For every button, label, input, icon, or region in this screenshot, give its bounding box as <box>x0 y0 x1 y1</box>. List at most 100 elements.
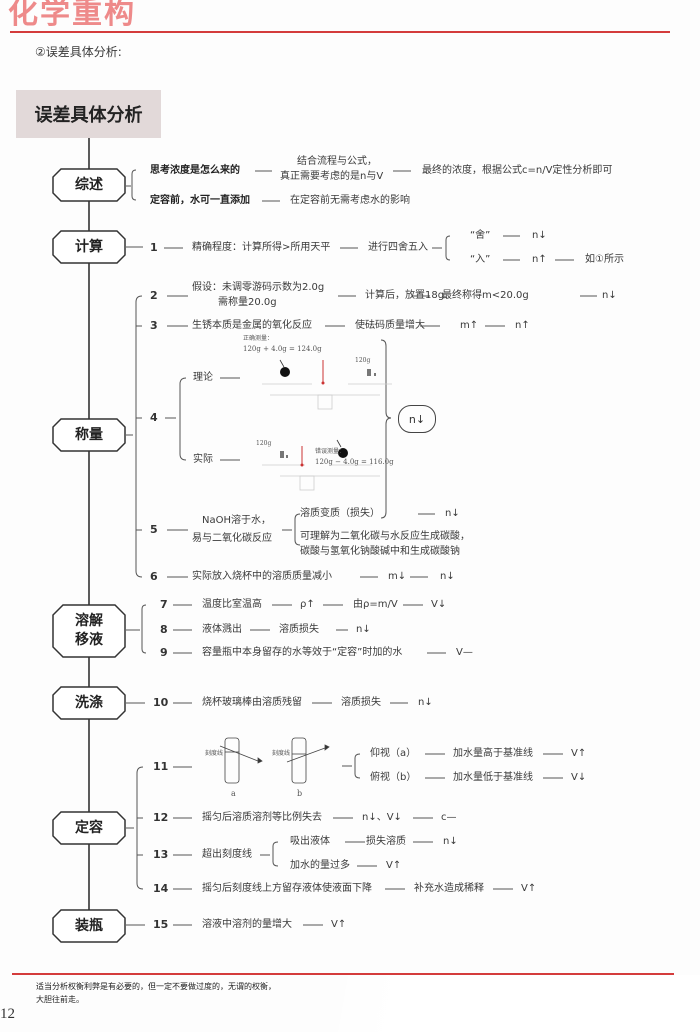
weigh-item: NaOH溶于水， <box>202 515 271 526</box>
scale-mark-label: 刻度线 <box>272 750 291 757</box>
volume-item: 摇匀后溶质溶剂等比例失去 <box>202 812 322 823</box>
node-wash: 洗涤 <box>52 686 126 720</box>
item-number: 8 <box>160 623 168 636</box>
summary-item: 真正需要考虑的是n与V <box>280 171 384 182</box>
summary-item: 思考浓度是怎么来的 <box>150 165 240 176</box>
calc-item: “入” <box>470 254 491 265</box>
volume-item: 损失溶质 <box>366 836 406 847</box>
volume-item: 补充水造成稀释 <box>414 883 484 894</box>
weigh-item: m↑ <box>460 320 479 331</box>
calc-item: 进行四舍五入 <box>368 242 428 253</box>
weigh-item: 易与二氧化碳反应 <box>192 533 272 544</box>
bottle-item: V↑ <box>331 919 347 930</box>
node-calc: 计算 <box>52 230 126 264</box>
calc-item: 精确程度：计算所得>所用天平 <box>192 242 331 253</box>
dissolve-item: 溶质损失 <box>279 624 319 635</box>
summary-item: 在定容前无需考虑水的影响 <box>290 195 410 206</box>
item-number: 14 <box>153 882 169 895</box>
tube-label: b <box>297 789 303 798</box>
header-divider <box>10 31 670 33</box>
volume-item: 摇匀后刻度线上方留存液体使液面下降 <box>202 883 372 894</box>
weigh-item: n↓ <box>440 571 455 582</box>
volume-item: c— <box>441 812 457 823</box>
volume-item: n↓、V↓ <box>362 812 402 823</box>
weigh-item: 使砝码质量增大 <box>355 320 425 331</box>
weigh-item: m↓ <box>388 571 407 582</box>
balance-label: 错误测量： <box>315 448 346 455</box>
item-number: 3 <box>150 319 158 332</box>
weigh-actual-label: 实际 <box>193 454 213 465</box>
weigh-item: 碳酸与氢氧化钠酸碱中和生成碳酸钠 <box>300 546 460 557</box>
balance-equation: 120g + 4.0g = 124.0g <box>243 345 322 353</box>
calc-item: n↓ <box>532 230 547 241</box>
node-dissolve-transfer: 溶解移液 <box>52 604 126 658</box>
volume-item: V↑ <box>521 883 537 894</box>
balance-label: 正确测量： <box>243 335 274 342</box>
volume-item: 吸出液体 <box>290 836 330 847</box>
volume-item: V↓ <box>571 772 587 783</box>
bottle-item: 溶液中溶剂的量增大 <box>202 919 292 930</box>
footer-divider <box>12 973 674 975</box>
dissolve-item: 液体溅出 <box>202 624 242 635</box>
scale-mark-label: 刻度线 <box>205 750 224 757</box>
weigh-item: n↓ <box>445 508 460 519</box>
page-curl-overlay <box>330 975 700 1032</box>
dissolve-item: 由ρ=m/V <box>353 599 398 610</box>
node-summary: 综述 <box>52 168 126 202</box>
dissolve-item: V— <box>456 647 473 658</box>
weigh-item: 需称量20.0g <box>218 297 277 308</box>
volume-item: 加水量低于基准线 <box>453 772 533 783</box>
item-number: 7 <box>160 598 168 611</box>
summary-item: 结合流程与公式， <box>297 156 377 167</box>
dissolve-item: V↓ <box>431 599 447 610</box>
weigh-item: 生锈本质是金属的氧化反应 <box>192 320 312 331</box>
item-number: 5 <box>150 523 158 536</box>
footer-line: 适当分析权衡利弊是有必要的，但一定不要做过度的，无谓的权衡， <box>36 982 276 991</box>
dissolve-item: n↓ <box>356 624 371 635</box>
weigh-item: 可理解为二氧化碳与水反应生成碳酸， <box>300 531 470 542</box>
volume-item: 俯视（b） <box>370 772 417 783</box>
section-subtitle: ②误差具体分析: <box>35 45 122 59</box>
item-number: 4 <box>150 411 158 424</box>
item-number: 10 <box>153 696 169 709</box>
node-bottle: 装瓶 <box>52 909 126 943</box>
dissolve-item: 容量瓶中本身留存的水等效于“定容”时加的水 <box>202 647 403 658</box>
item-number: 13 <box>153 848 169 861</box>
summary-item: 最终的浓度，根据公式c=n/V定性分析即可 <box>422 165 613 176</box>
summary-item: 定容前，水可一直添加 <box>150 195 250 206</box>
wash-item: 烧杯玻璃棒由溶质残留 <box>202 697 302 708</box>
wash-item: 溶质损失 <box>341 697 381 708</box>
chapter-title: 化学重构 <box>8 0 136 31</box>
wash-item: n↓ <box>418 697 433 708</box>
volume-item: n↓ <box>443 836 458 847</box>
dissolve-item: ρ↑ <box>300 599 315 610</box>
footer-line: 大胆往前走。 <box>36 995 84 1004</box>
weigh-item: 实际放入烧杯中的溶质质量减小 <box>192 571 332 582</box>
page-number: 12 <box>0 1006 15 1022</box>
result-badge: n↓ <box>398 405 436 433</box>
calc-item: 如①所示 <box>585 254 624 265</box>
item-number: 12 <box>153 811 169 824</box>
item-number: 11 <box>153 760 169 773</box>
weigh-item: 最终称得m<20.0g <box>442 290 529 301</box>
item-number: 6 <box>150 570 158 583</box>
calc-item: n↑ <box>532 254 547 265</box>
item-number: 15 <box>153 918 169 931</box>
volume-item: V↑ <box>386 860 402 871</box>
dissolve-item: 温度比室温高 <box>202 599 262 610</box>
calc-item: “舍” <box>470 230 491 241</box>
volume-item: V↑ <box>571 748 587 759</box>
footer-note: 适当分析权衡利弊是有必要的，但一定不要做过度的，无谓的权衡， 大胆往前走。 <box>36 980 276 1006</box>
item-number: 1 <box>150 241 158 254</box>
volume-item: 超出刻度线 <box>202 849 252 860</box>
item-number: 9 <box>160 646 168 659</box>
mindmap-root: 误差具体分析 <box>16 90 161 138</box>
weigh-item: 计算后，放置18g <box>365 290 445 301</box>
node-weigh: 称量 <box>52 418 126 452</box>
volume-item: 仰视（a） <box>370 748 417 759</box>
weigh-item: 假设：未调零游码示数为2.0g <box>192 282 325 293</box>
